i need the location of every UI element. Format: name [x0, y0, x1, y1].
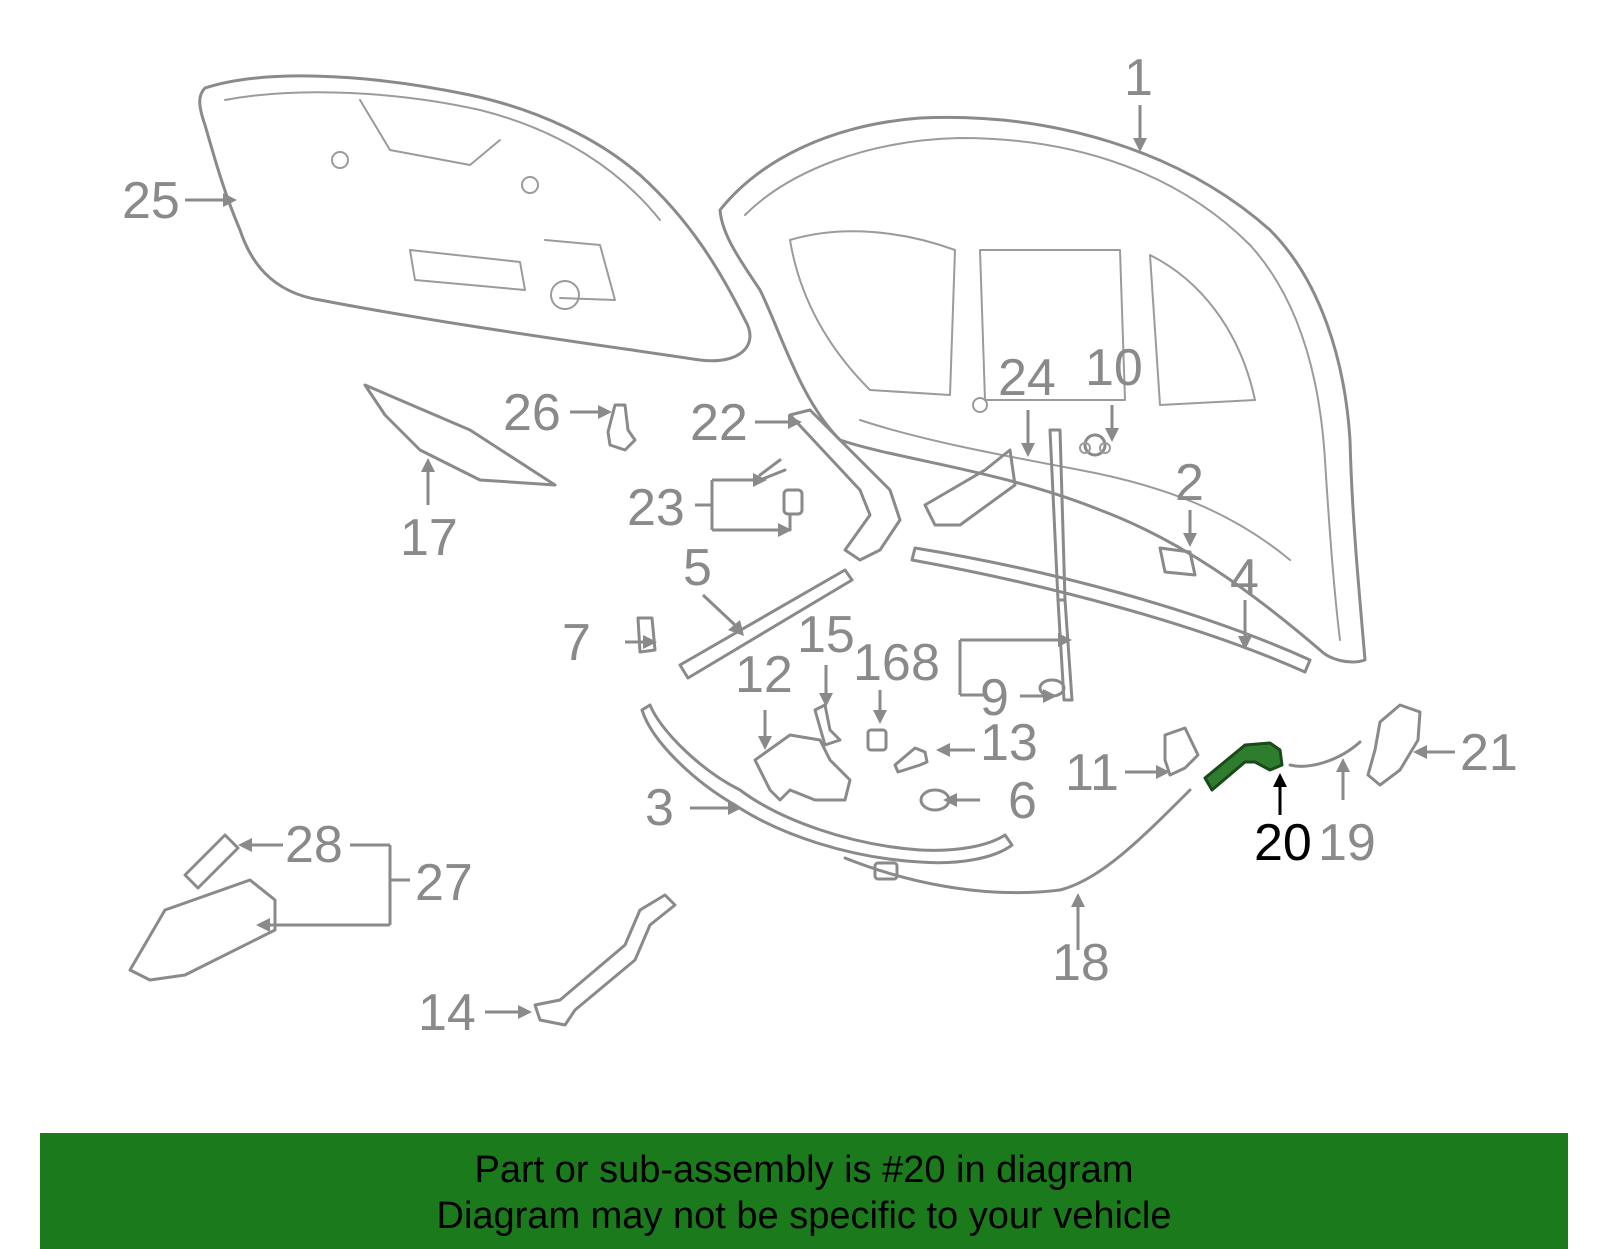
part-24-bracket — [923, 448, 1017, 527]
parts-diagram: 1 2 3 4 5 6 7 16 8 9 10 11 12 13 14 15 1… — [122, 49, 1518, 1042]
callout-25: 25 — [122, 172, 180, 230]
part-27-lock-assembly — [128, 878, 277, 982]
callout-18: 18 — [1052, 934, 1110, 992]
part-12-latch — [753, 733, 852, 802]
callout-20-highlighted: 20 — [1254, 814, 1312, 872]
callout-14: 14 — [418, 984, 476, 1042]
callout-24: 24 — [998, 349, 1056, 407]
part-3-seal — [640, 703, 1014, 865]
part-11-bracket — [1163, 726, 1200, 777]
banner-line-disclaimer: Diagram may not be specific to your vehi… — [436, 1195, 1172, 1237]
part-1-hood — [718, 115, 1367, 664]
callout-22: 22 — [690, 394, 748, 452]
part-2-bumper — [1158, 546, 1197, 577]
callout-8: 8 — [911, 634, 940, 692]
callout-7: 7 — [562, 614, 591, 672]
callout-28: 28 — [285, 816, 343, 874]
callout-15: 15 — [797, 606, 855, 664]
part-19-cable — [1288, 740, 1362, 768]
part-5-seal-strip — [678, 568, 854, 680]
callout-6: 6 — [1008, 772, 1037, 830]
part-10-clip — [1079, 433, 1111, 457]
callout-13: 13 — [980, 714, 1038, 772]
leader-lines — [185, 105, 1455, 1019]
part-18-cable — [843, 788, 1192, 895]
callout-12: 12 — [735, 646, 793, 704]
callout-2: 2 — [1175, 454, 1204, 512]
callout-19: 19 — [1318, 814, 1376, 872]
callout-5: 5 — [683, 539, 712, 597]
part-25-hood-insulator — [198, 74, 752, 363]
callout-10: 10 — [1085, 339, 1143, 397]
callout-26: 26 — [503, 384, 561, 442]
part-8-strut — [1048, 428, 1074, 702]
callout-27: 27 — [415, 854, 473, 912]
part-22-hinge — [788, 408, 902, 562]
part-21-handle — [1366, 703, 1422, 787]
banner-line-part-number: Part or sub-assembly is #20 in diagram — [474, 1149, 1134, 1191]
callout-11: 11 — [1065, 744, 1119, 802]
callout-1: 1 — [1124, 49, 1153, 107]
callout-16: 16 — [853, 634, 911, 692]
part-26-clip — [606, 403, 637, 452]
part-16-block — [866, 728, 888, 752]
callout-labels: 1 2 3 4 5 6 7 16 8 9 10 11 12 13 14 15 1… — [122, 49, 1518, 1042]
callout-23: 23 — [627, 479, 685, 537]
part-13-bolt — [893, 746, 929, 774]
callout-9: 9 — [980, 669, 1009, 727]
part-14-prop-rod — [533, 893, 677, 1027]
callout-4: 4 — [1230, 549, 1259, 607]
callout-3: 3 — [645, 779, 674, 837]
part-4-seal — [910, 546, 1312, 674]
callout-21: 21 — [1460, 724, 1518, 782]
callout-17: 17 — [400, 509, 458, 567]
part-23-bolts — [758, 458, 804, 532]
part-20-release-handle — [1203, 741, 1284, 792]
info-banner: Part or sub-assembly is #20 in diagram D… — [40, 1133, 1568, 1249]
part-15-spring — [813, 703, 842, 747]
part-28-lock-cylinder — [183, 833, 240, 890]
part-17-deflector — [363, 383, 557, 487]
